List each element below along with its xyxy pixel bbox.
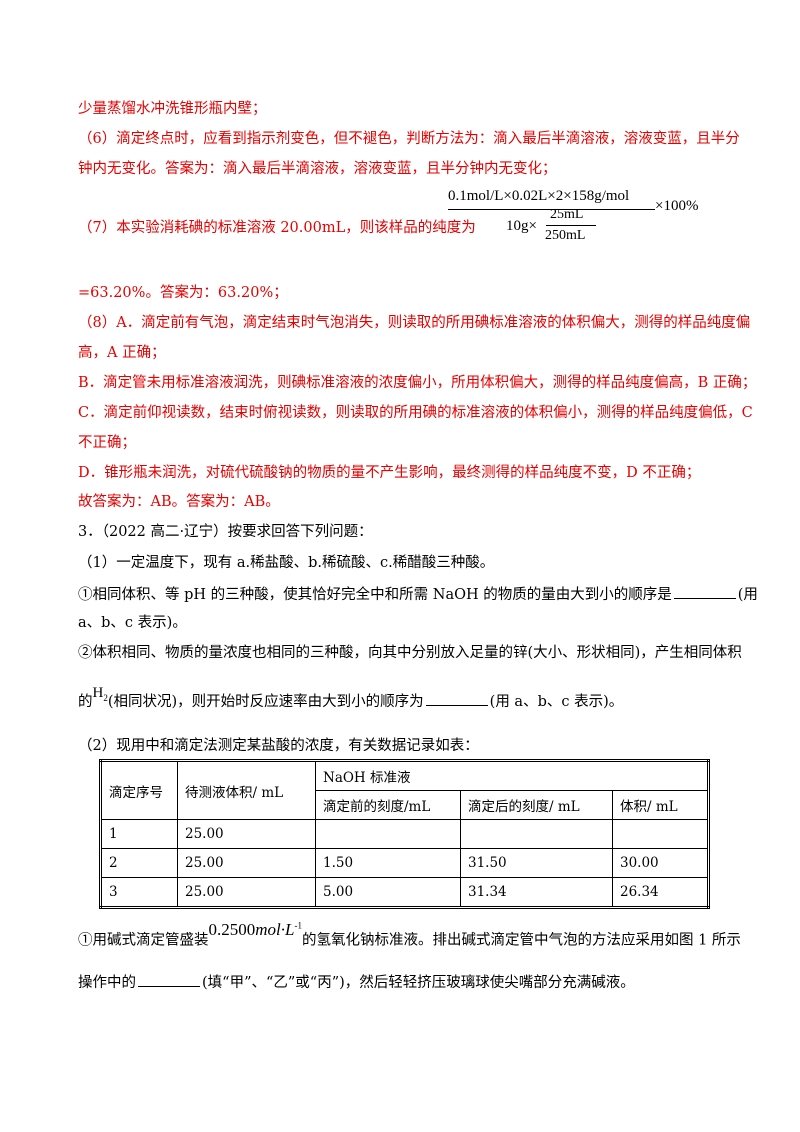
question-heading: 3．（2022 高二·辽宁）按要求回答下列问题： [78, 524, 373, 540]
question-line: a、b、c 表示)。 [78, 615, 187, 631]
answer-line: B．滴定管未用标准溶液润洗，则碘标准溶液的浓度偏小，所用体积偏大，测得的样品纯度… [78, 375, 757, 391]
table-row: 3 25.00 5.00 31.34 26.34 [100, 877, 709, 908]
purity-formula: 0.1mol/L×0.02L×2×158g/mol 10g× 25mL 250m… [448, 188, 708, 248]
h2-formula: H2 [92, 685, 108, 703]
table-cell: 25.00 [177, 877, 316, 908]
formula-den-prefix: 10g× [506, 218, 537, 234]
question-line: 操作中的 (填“甲”、“乙”或“丙”)，然后轻轻挤压玻璃球使尖嘴部分充满碱液。 [78, 971, 635, 993]
question-text: (用 [737, 587, 758, 603]
formula-numerator: 0.1mol/L×0.02L×2×158g/mol [448, 188, 630, 204]
table-cell: 5.00 [315, 877, 461, 908]
answer-line: 钟内无变化。答案为：滴入最后半滴溶液，溶液变蓝，且半分钟内无变化； [78, 161, 557, 177]
answer-line: 故答案为：AB。答案为：AB。 [78, 494, 280, 510]
fraction-bar [448, 209, 655, 210]
question-text: (填“甲”、“乙”或“丙”)，然后轻轻挤压玻璃球使尖嘴部分充满碱液。 [202, 975, 635, 991]
titration-data-table: 滴定序号 待测液体积/ mL NaOH 标准液 滴定前的刻度/mL 滴定后的刻度… [99, 759, 710, 909]
table-cell: 1.50 [315, 848, 461, 878]
question-line: ②体积相同、物质的量浓度也相同的三种酸，向其中分别放入足量的锌(大小、形状相同)… [78, 645, 742, 661]
header-cell: 滴定序号 [100, 760, 178, 820]
table-cell: 2 [100, 848, 178, 878]
question-line: （2）现用中和滴定法测定某盐酸的浓度，有关数据记录如表： [78, 738, 479, 754]
question-text: (用 a、b、c 表示)。 [489, 694, 624, 710]
table-cell [315, 819, 461, 849]
question-text: (相同状况)，则开始时反应速率由大到小的顺序为 [107, 694, 424, 710]
formula-suffix: ×100% [655, 198, 699, 214]
table-cell [460, 819, 613, 849]
answer-blank[interactable] [673, 583, 736, 599]
answer-line: D．锥形瓶未润洗，对硫代硫酸钠的物质的量不产生影响，最终测得的样品纯度不变，D … [78, 465, 701, 481]
formula-den-denominator: 250mL [545, 228, 586, 243]
answer-blank[interactable] [138, 971, 200, 987]
table-header-row: 滴定序号 待测液体积/ mL NaOH 标准液 [100, 760, 709, 820]
header-cell: 滴定前的刻度/mL [315, 790, 461, 820]
table-cell: 30.00 [612, 848, 709, 878]
table-cell: 31.50 [460, 848, 613, 878]
question-line: 的H2(相同状况)，则开始时反应速率由大到小的顺序为 (用 a、b、c 表示)。 [78, 685, 624, 717]
table-cell: 1 [100, 819, 178, 849]
table-cell: 3 [100, 877, 178, 908]
answer-line: 不正确； [78, 435, 136, 451]
answer-line: 高，A 正确； [78, 345, 166, 361]
question-text: 的氢氧化钠标准液。排出碱式滴定管中气泡的方法应采用如图 1 所示 [301, 932, 741, 949]
table-row: 2 25.00 1.50 31.50 30.00 [100, 848, 709, 878]
question-text: 的 [78, 694, 93, 710]
question-line: ①用碱式滴定管盛装0.2500mol·L-1的氢氧化钠标准液。排出碱式滴定管中气… [78, 920, 741, 951]
answer-line: （8）A．滴定前有气泡，滴定结束时气泡消失，则读取的所用碘标准溶液的体积偏大，测… [78, 315, 751, 331]
table-cell: 31.34 [460, 877, 613, 908]
table-cell: 25.00 [177, 848, 316, 878]
table-cell: 25.00 [177, 819, 316, 849]
table-row: 1 25.00 [100, 819, 709, 849]
question-text: 操作中的 [78, 975, 136, 991]
table-cell: 26.34 [612, 877, 709, 908]
answer-line: 少量蒸馏水冲洗锥形瓶内壁； [78, 101, 267, 117]
answer-line: =63.20%。答案为：63.20%； [78, 285, 288, 301]
sub-fraction-bar [546, 225, 596, 226]
answer-line: （6）滴定终点时，应看到指示剂变色，但不褪色，判断方法为：滴入最后半滴溶液，溶液… [78, 131, 740, 147]
table-cell [612, 819, 709, 849]
header-cell: 滴定后的刻度/ mL [460, 790, 613, 820]
answer-line: （7）本实验消耗碘的标准溶液 20.00mL，则该样品的纯度为 [78, 220, 476, 236]
question-line: （1）一定温度下，现有 a.稀盐酸、b.稀硫酸、c.稀醋酸三种酸。 [78, 555, 495, 571]
formula-den-numerator: 25mL [550, 207, 584, 222]
header-cell: 体积/ mL [612, 790, 709, 820]
question-text: ①相同体积、等 pH 的三种酸，使其恰好完全中和所需 NaOH 的物质的量由大到… [78, 587, 672, 603]
answer-line: C．滴定前仰视读数，结束时俯视读数，则读取的所用碘的标准溶液的体积偏小，测得的样… [78, 405, 753, 421]
concentration-formula: 0.2500mol·L-1 [208, 919, 302, 939]
answer-blank[interactable] [425, 690, 488, 706]
header-cell: 待测液体积/ mL [177, 760, 316, 820]
question-line: ①相同体积、等 pH 的三种酸，使其恰好完全中和所需 NaOH 的物质的量由大到… [78, 583, 758, 605]
header-group-cell: NaOH 标准液 [315, 760, 709, 791]
table-subheader-row: 滴定前的刻度/mL 滴定后的刻度/ mL 体积/ mL [101, 790, 709, 820]
question-text: ①用碱式滴定管盛装 [78, 932, 209, 949]
